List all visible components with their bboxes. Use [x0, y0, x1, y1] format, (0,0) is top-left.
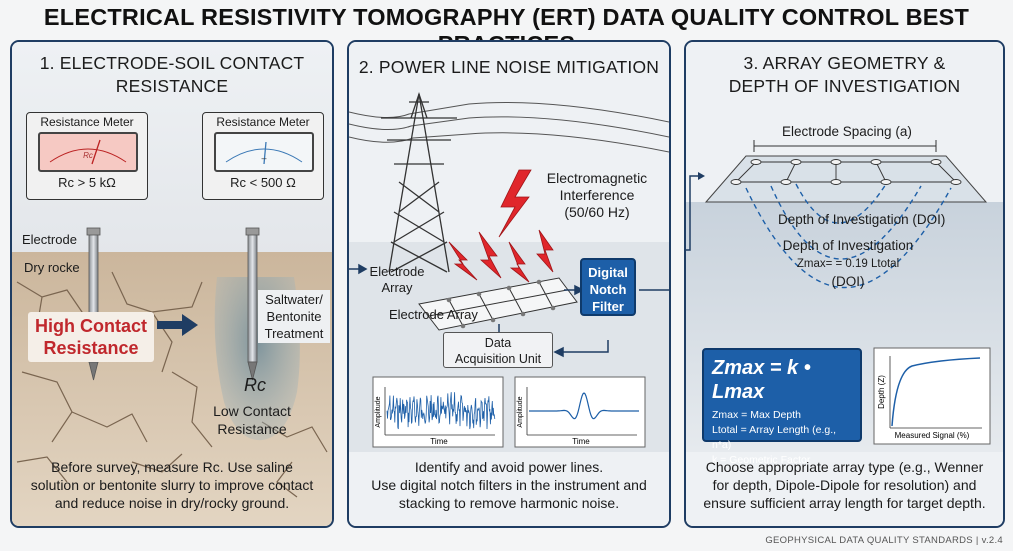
formula-main: Zmax = k • Lmax	[712, 357, 811, 403]
improvement-arrow	[157, 314, 198, 336]
panel2-title: 2. POWER LINE NOISE MITIGATION	[358, 57, 660, 77]
meter-dial-blue: –	[214, 132, 314, 172]
transmission-tower	[381, 91, 457, 273]
spacing-dimension	[753, 140, 937, 152]
filtered-waveform	[529, 392, 639, 420]
noisy-waveform	[386, 392, 496, 430]
high-contact-badge: High Contact Resistance	[28, 312, 154, 362]
dry-rock-label: Dry rocke	[24, 260, 80, 275]
footer-standards: GEOPHYSICAL DATA QUALITY STANDARDS | v.2…	[765, 535, 1003, 546]
dial-label: Rc	[83, 151, 93, 160]
doi-arcs	[745, 183, 952, 289]
digital-notch-filter-box: Digital Notch Filter	[580, 258, 636, 316]
panel1-title: 1. ELECTRODE-SOIL CONTACT RESISTANCE	[39, 53, 305, 96]
meter-dial-red: Rc	[38, 132, 138, 172]
graph-xlabel: Measured Signal (%)	[895, 431, 970, 440]
panel-contact-resistance: 1. ELECTRODE-SOIL CONTACT RESISTANCE Res…	[10, 40, 334, 528]
resistance-meter-high: Resistance Meter Rc Rc > 5 kΩ	[26, 112, 148, 200]
resistance-meter-low: Resistance Meter – Rc < 500 Ω	[202, 112, 324, 200]
electrode-array-label-bottom: Electrode Array	[389, 307, 478, 322]
formula-def-ltotal: Ltotal = Array Length (e.g., n*a)	[712, 424, 837, 451]
electrode-spacing-label: Electrode Spacing (a)	[782, 124, 912, 139]
doi-formula-label: Depth of Investigation Zmax= = 0.19 Ltot…	[782, 238, 914, 289]
formula-def-k: k = Geometric Factor	[712, 454, 811, 466]
emi-label: Electromagnetic Interference (50/60 Hz)	[546, 170, 648, 220]
power-lines	[349, 101, 669, 153]
electrode-label: Electrode	[22, 232, 77, 247]
rc-symbol: Rc	[244, 375, 266, 395]
emi-lightning	[448, 169, 554, 283]
plot1-ylabel: Amplitude	[375, 396, 382, 427]
dial-scale: –	[225, 141, 303, 165]
panel-noise-mitigation: Time Time Amplitude Amplitude 2. POWER L…	[347, 40, 671, 528]
plot1-xlabel: Time	[430, 437, 448, 446]
electrode-array-label-top: Electrode Array	[369, 264, 425, 295]
panel3-caption: Choose appropriate array type (e.g., Wen…	[703, 459, 986, 511]
panel1-caption: Before survey, measure Rc. Use saline so…	[30, 459, 314, 511]
formula-box: Zmax = k • Lmax Zmax = Max Depth Ltotal …	[702, 348, 862, 466]
dial-label: –	[261, 153, 266, 163]
doi-label: Depth of Investigation (DOI)	[778, 212, 946, 227]
panel-array-geometry: Measured Signal (%) Depth (Z) 3. ARRAY G…	[684, 40, 1005, 528]
electrode-array-grid	[418, 277, 578, 331]
panel2-caption: Identify and avoid power lines. Use digi…	[371, 459, 647, 511]
survey-surface	[704, 155, 988, 203]
depth-signal-curve	[891, 357, 981, 427]
formula-def-zmax: Zmax = Max Depth	[712, 409, 801, 421]
dial-scale: Rc	[49, 139, 127, 165]
electrode-grid	[735, 161, 957, 183]
treatment-label: Saltwater/ Bentonite Treatment	[258, 290, 330, 343]
low-contact-label: Low Contact Resistance	[213, 403, 291, 437]
data-acquisition-unit-box: Data Acquisition Unit	[443, 332, 553, 368]
graph-ylabel: Depth (Z)	[877, 375, 886, 409]
plot2-xlabel: Time	[572, 437, 590, 446]
panel3-title: 3. ARRAY GEOMETRY & DEPTH OF INVESTIGATI…	[728, 53, 961, 96]
plot2-ylabel: Amplitude	[517, 396, 524, 427]
